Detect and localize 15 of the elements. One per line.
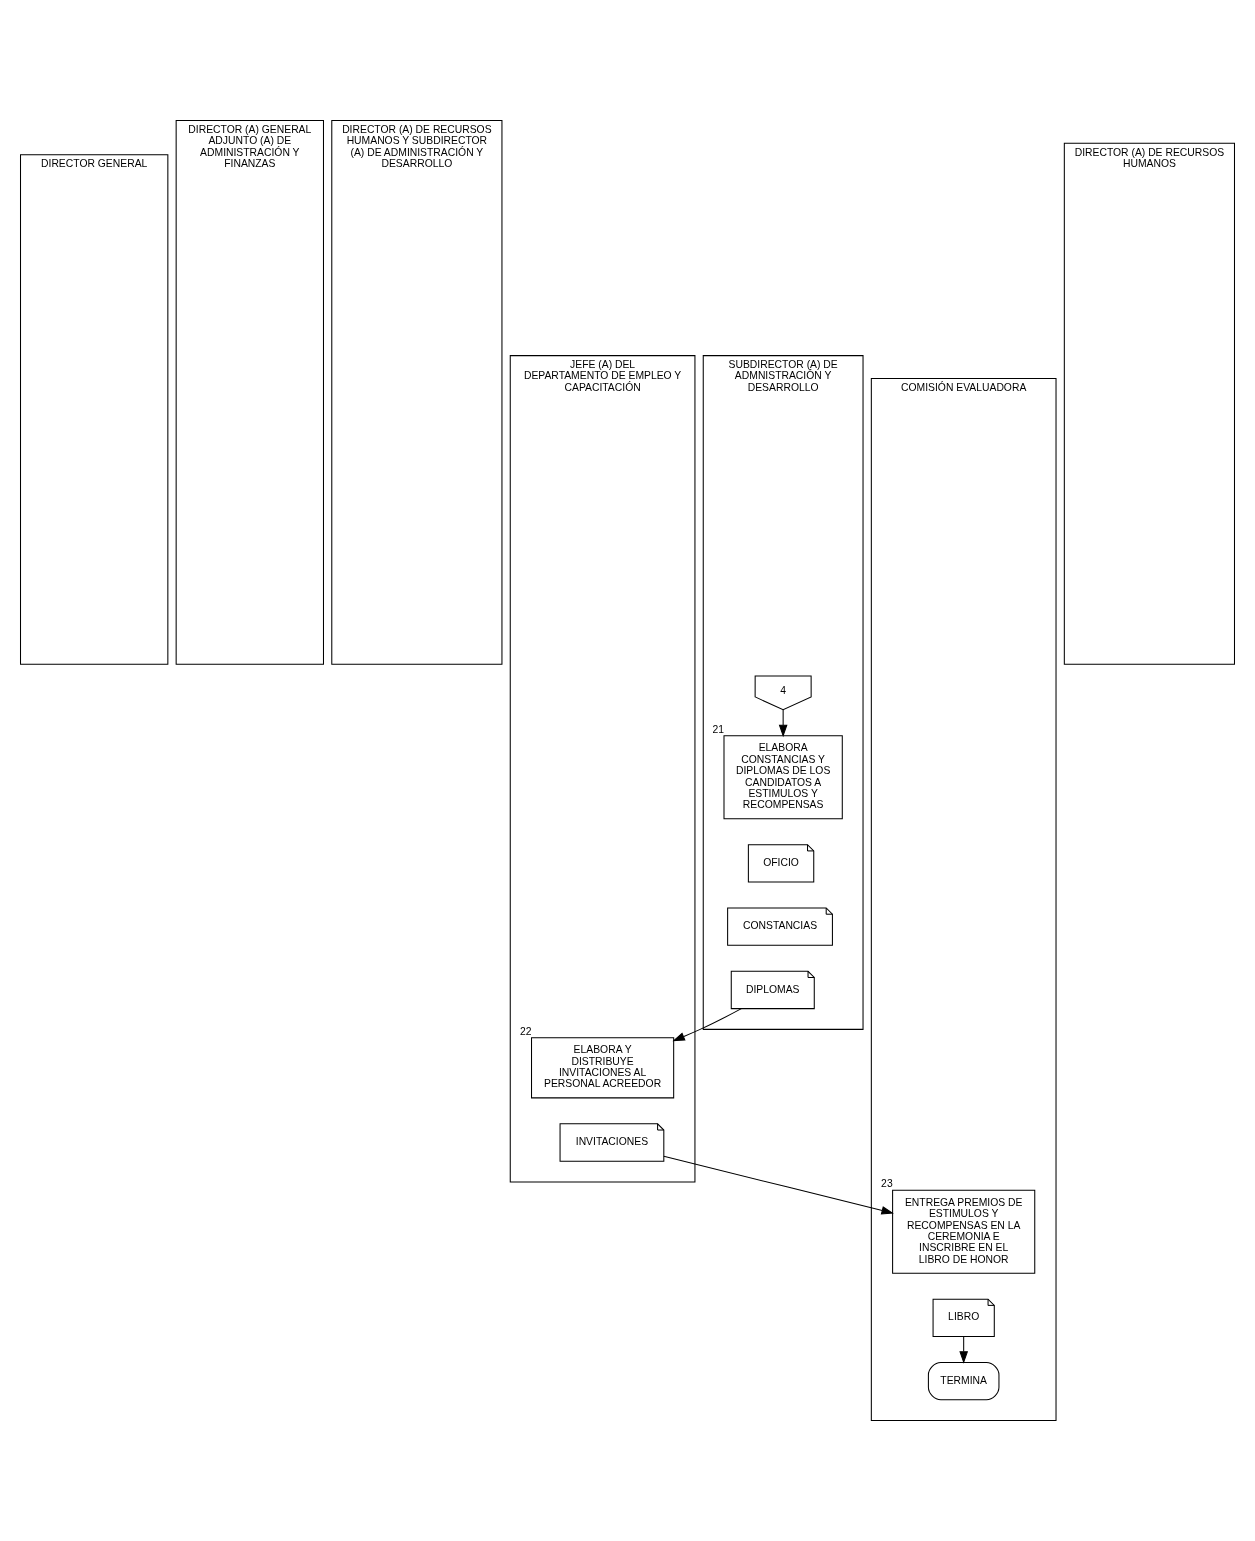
node-label: 21 (712, 723, 725, 735)
node-box: ELABORA CONSTANCIAS Y DIPLOMAS DE LOS CANDIDATOS A ESTIMULOS Y RECOMPENSAS (723, 735, 843, 820)
arrow (959, 1336, 969, 1364)
node-label: 22 (520, 1025, 532, 1037)
arrow (672, 1008, 742, 1042)
node-box: DIRECTOR GENERAL (20, 154, 169, 665)
node-box: DIRECTOR (A) DE RECURSOS HUMANOS (1063, 142, 1235, 665)
node-box: ELABORA Y DISTRIBUYE INVITACIONES AL PERSONAL ACREEDOR (531, 1037, 675, 1099)
node-label: 23 (881, 1178, 893, 1190)
node-box: DIRECTOR (A) GENERAL ADJUNTO (A) DE ADMINISTRACIÓN Y FINANZAS (175, 119, 324, 665)
node-box: DIRECTOR (A) DE RECURSOS HUMANOS Y SUBDIRECTOR (A) DE ADMINISTRACIÓN Y DESARROLLO (331, 119, 503, 665)
arrow (778, 709, 788, 738)
arrow (663, 1155, 894, 1215)
node-box: TERMINA (927, 1361, 1000, 1401)
node-box: ENTREGA PREMIOS DE ESTIMULOS Y RECOMPENSAS EN LA CEREMONIA E INSCRIBRE EN EL LIBRO DE HONOR (892, 1189, 1036, 1274)
